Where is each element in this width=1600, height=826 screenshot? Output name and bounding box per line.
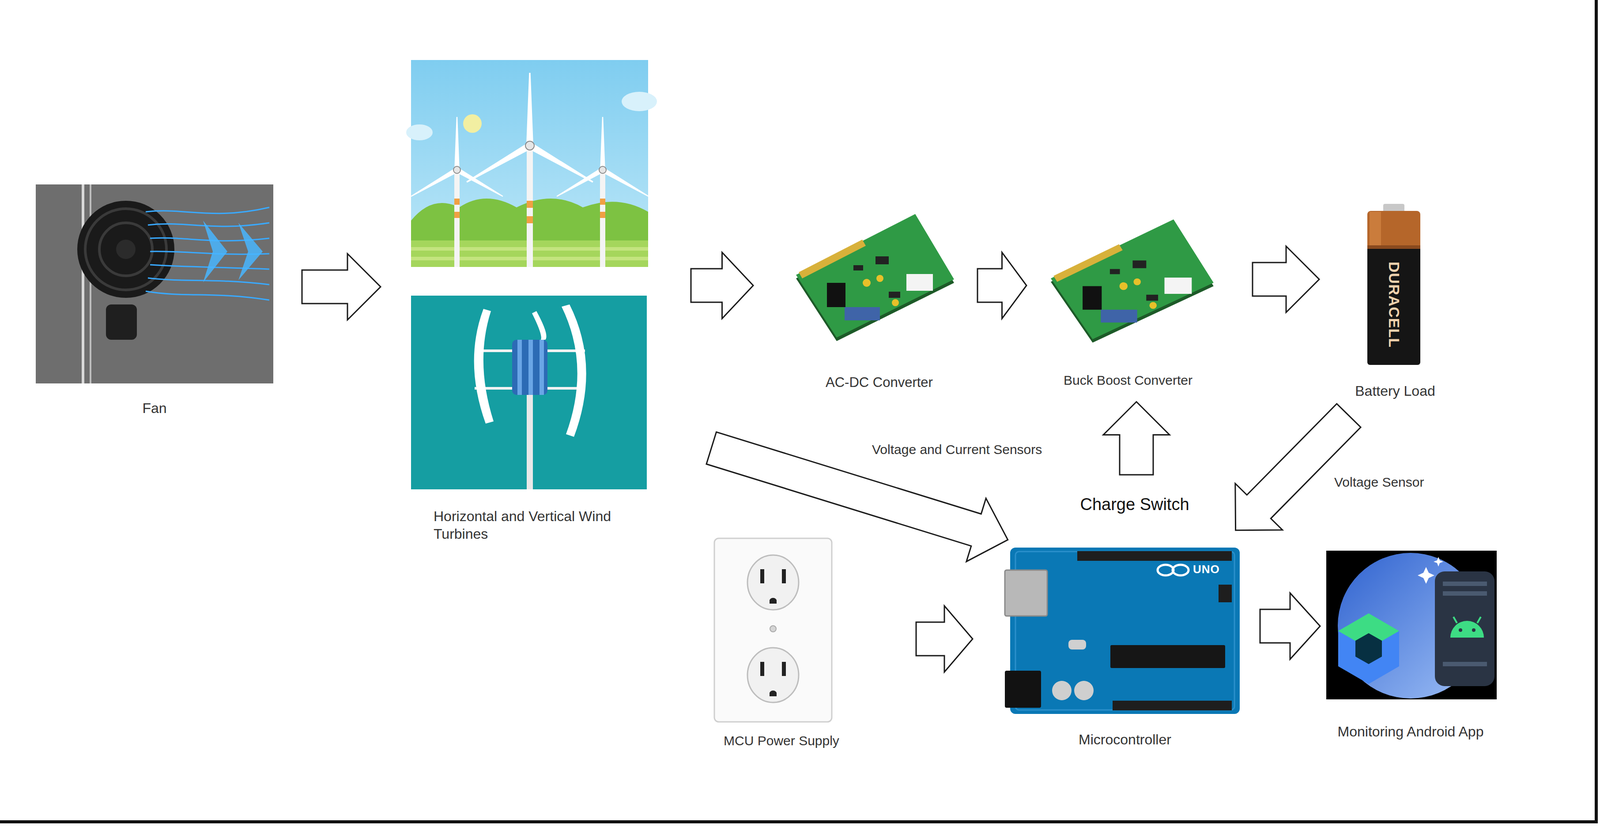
- node-caption: Buck Boost Converter: [1063, 372, 1193, 389]
- block-arrow: [1260, 593, 1321, 660]
- turbine-node: Horizontal and Vertical Wind Turbines: [411, 60, 649, 544]
- edge-label: Voltage and Current Sensors: [870, 441, 1044, 459]
- fan-picture: [35, 184, 274, 384]
- microcontroller-node: Microcontroller: [1010, 547, 1240, 749]
- node-caption: Monitoring Android App: [1337, 723, 1484, 741]
- converter-node: Buck Boost Converter: [1046, 219, 1210, 389]
- block-arrow: [1103, 402, 1170, 476]
- node-caption: Fan: [142, 399, 167, 418]
- vertical-turbine-picture: [411, 295, 647, 490]
- battery-picture: [1367, 203, 1421, 366]
- node-caption: AC-DC Converter: [825, 374, 933, 392]
- node-caption: Horizontal and Vertical Wind Turbines: [433, 507, 619, 544]
- battery-brand: DURACELL: [1384, 261, 1403, 348]
- edge-label: Voltage Sensor: [1332, 474, 1426, 491]
- block-arrow: [916, 606, 973, 673]
- converter-node: AC-DC Converter: [796, 214, 963, 392]
- block-arrow: [1252, 246, 1320, 313]
- power-supply-node: MCU Power Supply: [697, 520, 866, 750]
- arduino-picture: [1004, 547, 1240, 715]
- outlet-picture: [714, 538, 832, 723]
- node-caption: MCU Power Supply: [723, 732, 840, 750]
- fan-node: Fan: [35, 184, 274, 418]
- node-caption: Microcontroller: [1078, 731, 1172, 749]
- block-arrow: [977, 252, 1027, 319]
- edge-label: Charge Switch: [1078, 494, 1191, 516]
- block-arrow: [301, 253, 381, 321]
- android-app-icon: [1326, 550, 1497, 700]
- app-node: Monitoring Android App: [1324, 550, 1497, 741]
- board-model: UNO: [1192, 563, 1220, 577]
- horizontal-turbine-picture: [406, 60, 657, 268]
- block-arrow: [1235, 403, 1361, 531]
- converter-boards: [796, 214, 1214, 344]
- block-arrow: [690, 252, 754, 319]
- node-caption: Battery Load: [1354, 382, 1435, 400]
